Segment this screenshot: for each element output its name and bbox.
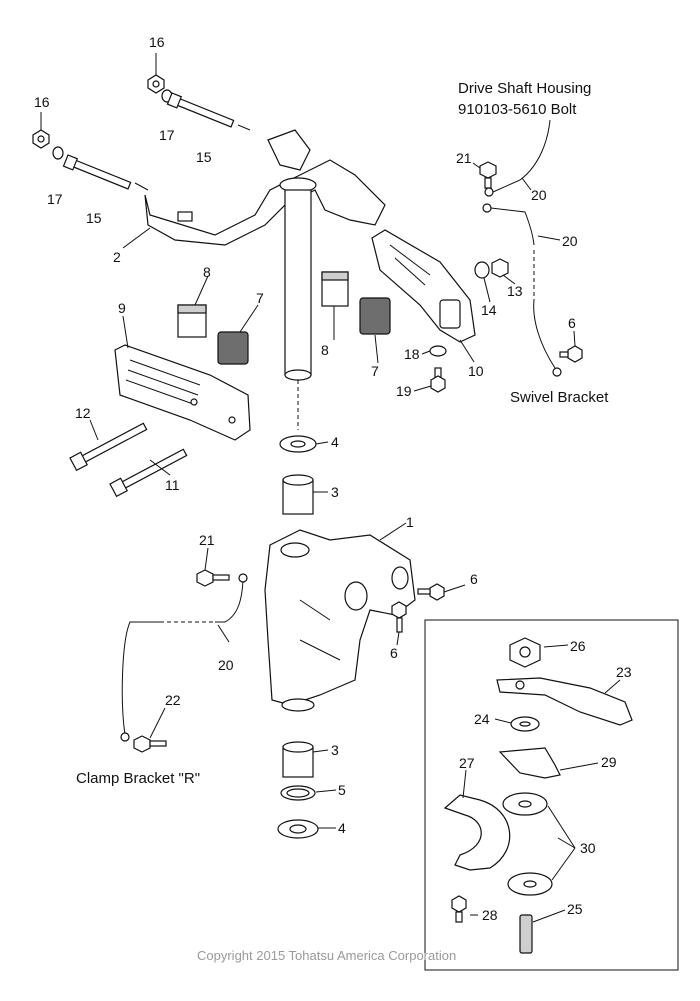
callout-29: 29 bbox=[601, 754, 617, 770]
callout-15-a: 15 bbox=[196, 149, 212, 165]
callout-20-a: 20 bbox=[218, 657, 234, 673]
callout-30: 30 bbox=[580, 840, 596, 856]
callout-7-b: 7 bbox=[371, 363, 379, 379]
callout-17-a: 17 bbox=[159, 127, 175, 143]
callout-24: 24 bbox=[474, 711, 490, 727]
callout-8-a: 8 bbox=[203, 264, 211, 280]
swivel-bracket-side bbox=[371, 229, 509, 393]
callout-18: 18 bbox=[404, 346, 420, 362]
callout-16-b: 16 bbox=[34, 94, 50, 110]
label-drive-shaft-housing: Drive Shaft Housing bbox=[458, 80, 591, 97]
callout-12: 12 bbox=[75, 405, 91, 421]
upper-washer-bush bbox=[279, 435, 317, 515]
swivel-ground-wires bbox=[479, 119, 583, 377]
lower-plate bbox=[114, 344, 251, 441]
tilt-lock-inset bbox=[424, 619, 679, 971]
callout-19: 19 bbox=[396, 383, 412, 399]
callout-21-b: 21 bbox=[456, 150, 472, 166]
callout-8-b: 8 bbox=[321, 342, 329, 358]
label-swivel-bracket: Swivel Bracket bbox=[510, 389, 609, 406]
mount-blocks bbox=[177, 271, 391, 365]
bolt-assembly-lower bbox=[32, 112, 149, 191]
callout-9: 9 bbox=[118, 300, 126, 316]
callout-21-a: 21 bbox=[199, 532, 215, 548]
label-bolt-part-number: 910103-5610 Bolt bbox=[458, 101, 577, 118]
callout-28: 28 bbox=[482, 907, 498, 923]
callout-2: 2 bbox=[113, 249, 121, 265]
callout-16-a: 16 bbox=[149, 34, 165, 50]
callout-3-a: 3 bbox=[331, 484, 339, 500]
label-clamp-bracket-r: Clamp Bracket "R" bbox=[76, 770, 200, 787]
callout-20-b: 20 bbox=[531, 187, 547, 203]
callout-13: 13 bbox=[507, 283, 523, 299]
clamp-bracket bbox=[264, 529, 416, 712]
callout-4-a: 4 bbox=[331, 434, 339, 450]
callout-numbers: 16 17 15 16 17 15 2 8 7 8 7 9 12 11 4 3 … bbox=[34, 34, 632, 923]
bolt-assembly-upper bbox=[147, 53, 251, 131]
callout-25: 25 bbox=[567, 901, 583, 917]
callout-26: 26 bbox=[570, 638, 586, 654]
callout-14: 14 bbox=[481, 302, 497, 318]
long-bolts bbox=[69, 422, 188, 498]
callout-11: 11 bbox=[165, 477, 180, 493]
callout-1: 1 bbox=[406, 514, 414, 530]
lower-washers bbox=[277, 741, 319, 839]
callout-10: 10 bbox=[468, 363, 484, 379]
callout-6-a: 6 bbox=[470, 571, 478, 587]
clamp-screws bbox=[391, 583, 466, 646]
callout-3-b: 3 bbox=[331, 742, 339, 758]
callout-6-b: 6 bbox=[390, 645, 398, 661]
callout-6-c: 6 bbox=[568, 315, 576, 331]
callout-17-b: 17 bbox=[47, 191, 63, 207]
callout-23: 23 bbox=[616, 664, 632, 680]
leader-lines bbox=[89, 162, 621, 923]
swivel-upper-arm bbox=[144, 129, 386, 430]
copyright-text: Copyright 2015 Tohatsu America Corporati… bbox=[197, 948, 456, 963]
callout-27: 27 bbox=[459, 755, 475, 771]
callout-15-b: 15 bbox=[86, 210, 102, 226]
callout-5: 5 bbox=[338, 782, 346, 798]
callout-7-a: 7 bbox=[256, 290, 264, 306]
callout-22: 22 bbox=[165, 692, 181, 708]
callout-4-b: 4 bbox=[338, 820, 346, 836]
callout-20-c: 20 bbox=[562, 233, 578, 249]
